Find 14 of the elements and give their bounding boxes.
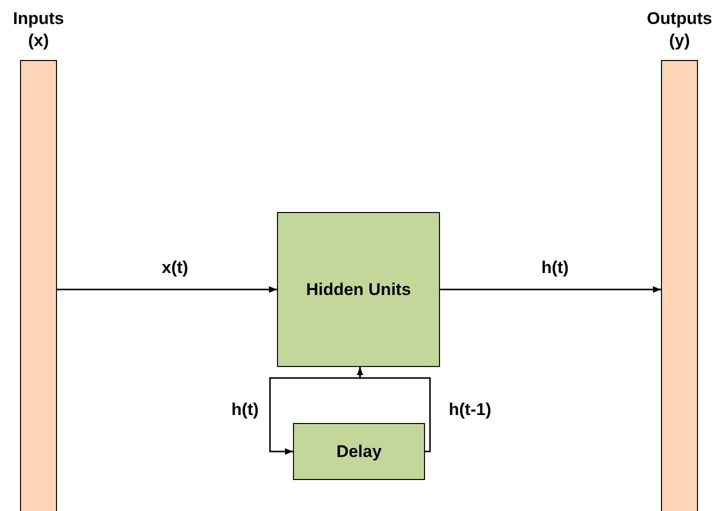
vector-bar	[20, 60, 57, 511]
arrow	[57, 286, 277, 293]
arrow	[440, 286, 661, 293]
box-label: Hidden Units	[306, 280, 411, 300]
process-box	[293, 423, 425, 480]
column-heading: Outputs (y)	[646, 8, 714, 52]
process-box	[277, 212, 440, 367]
arrow	[356, 367, 431, 452]
edge-label: h(t-1)	[446, 400, 494, 420]
column-heading: Inputs (x)	[12, 8, 65, 52]
arrow	[269, 367, 361, 455]
vector-bar	[661, 60, 698, 511]
box-label: Delay	[336, 442, 382, 462]
edge-label: x(t)	[160, 258, 190, 278]
